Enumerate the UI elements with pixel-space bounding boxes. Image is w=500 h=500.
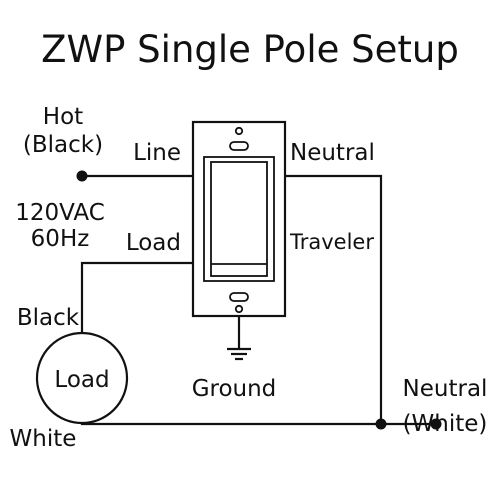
- switch-plate: [191, 120, 287, 318]
- load-terminal-label: Load: [126, 230, 181, 256]
- switch-paddle-outer: [203, 156, 275, 282]
- neutral-white-label: Neutral: [403, 376, 488, 402]
- neutral-terminal-label: Neutral: [290, 140, 375, 166]
- neutral-wire: [285, 174, 383, 424]
- bottom-screw: [234, 304, 244, 314]
- traveler-terminal-label: Traveler: [289, 230, 374, 254]
- load-black-wire: [80, 261, 193, 333]
- line-terminal-label: Line: [133, 140, 181, 166]
- switch-device: [191, 120, 287, 318]
- hot-label: Hot: [43, 104, 83, 130]
- switch-paddle-inner: [210, 161, 268, 277]
- top-mounting-slot: [229, 141, 249, 151]
- load-device: Load: [35, 331, 129, 425]
- hot-wire: [76, 170, 193, 182]
- black-wire-label: Black: [17, 305, 80, 331]
- hot-color-label: (Black): [23, 132, 103, 158]
- neutral-terminal-dot: [430, 418, 442, 430]
- ground-label: Ground: [192, 376, 277, 402]
- bottom-mounting-slot: [229, 292, 249, 302]
- voltage-label: 120VAC: [15, 200, 105, 226]
- diagram-title: ZWP Single Pole Setup: [41, 28, 459, 71]
- white-wire-label: White: [10, 426, 77, 452]
- hot-terminal-dot: [76, 170, 88, 182]
- load-white-wire: [80, 422, 436, 426]
- neutral-junction-dot: [375, 418, 387, 430]
- ground-symbol: [227, 316, 251, 361]
- frequency-label: 60Hz: [31, 226, 90, 252]
- load-device-label: Load: [54, 367, 109, 393]
- top-screw: [234, 126, 244, 136]
